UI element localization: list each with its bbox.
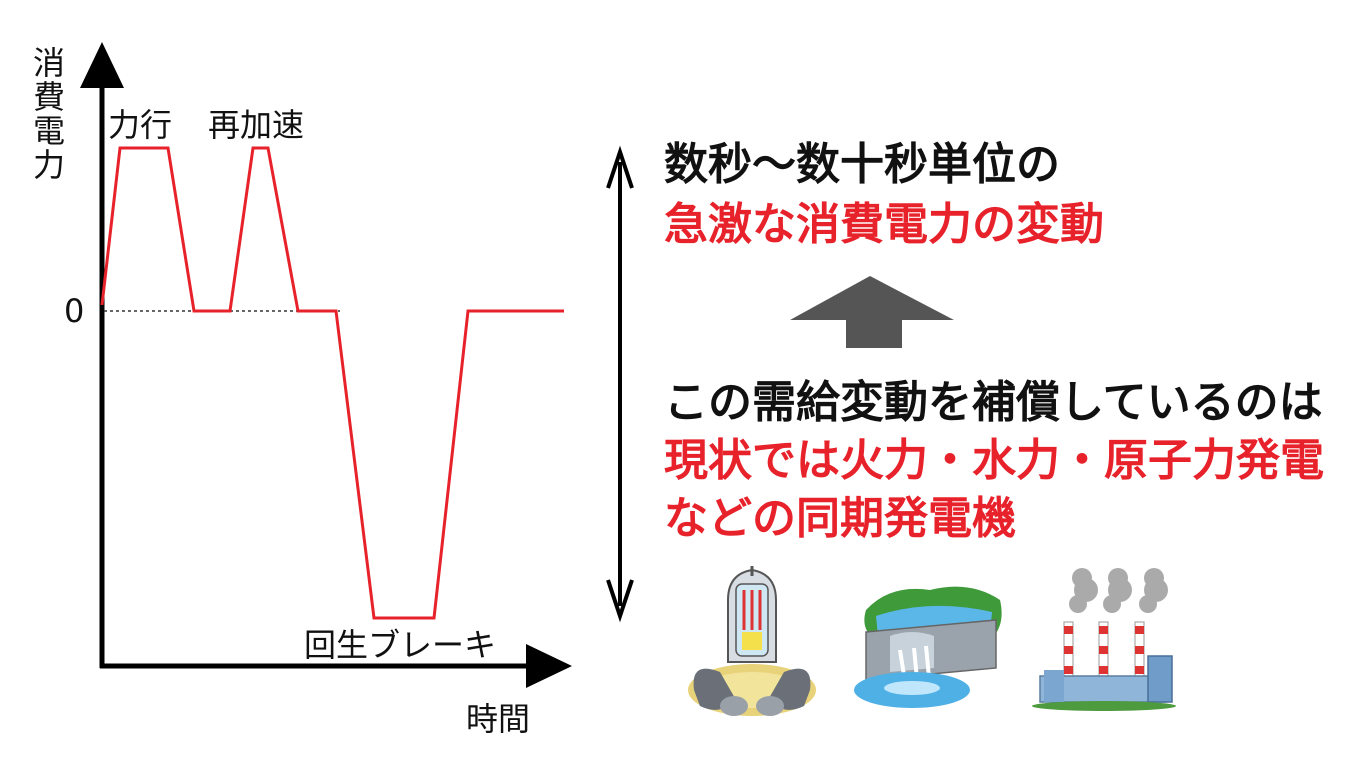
double-arrow-top-head — [606, 145, 634, 189]
headline-line1: 数秒〜数十秒単位の — [664, 139, 1060, 190]
y-axis-label: 消費電力 — [28, 46, 66, 182]
up-arrow — [790, 276, 954, 348]
phase-label-powering: 力行 — [108, 106, 173, 144]
body-line2: 現状では火力・水力・原子力発電 — [664, 435, 1324, 486]
body-line3: などの同期発電機 — [664, 493, 1016, 544]
double-arrow-bottom-head — [606, 579, 634, 623]
x-axis-arrowhead — [526, 644, 572, 688]
phase-label-regenerative-braking: 回生ブレーキ — [304, 626, 497, 664]
nuclear-plant-icon — [688, 566, 816, 716]
headline-line2: 急激な消費電力の変動 — [664, 199, 1104, 250]
hydro-dam-icon — [854, 586, 1002, 708]
body-line1: この需給変動を補償しているのは — [664, 377, 1323, 428]
phase-label-reacceleration: 再加速 — [208, 106, 305, 144]
thermal-plant-icon — [1032, 568, 1176, 711]
power-curve — [100, 146, 564, 620]
zero-label: 0 — [64, 292, 85, 330]
x-axis-label: 時間 — [466, 700, 531, 738]
y-axis-arrowhead — [80, 42, 124, 88]
